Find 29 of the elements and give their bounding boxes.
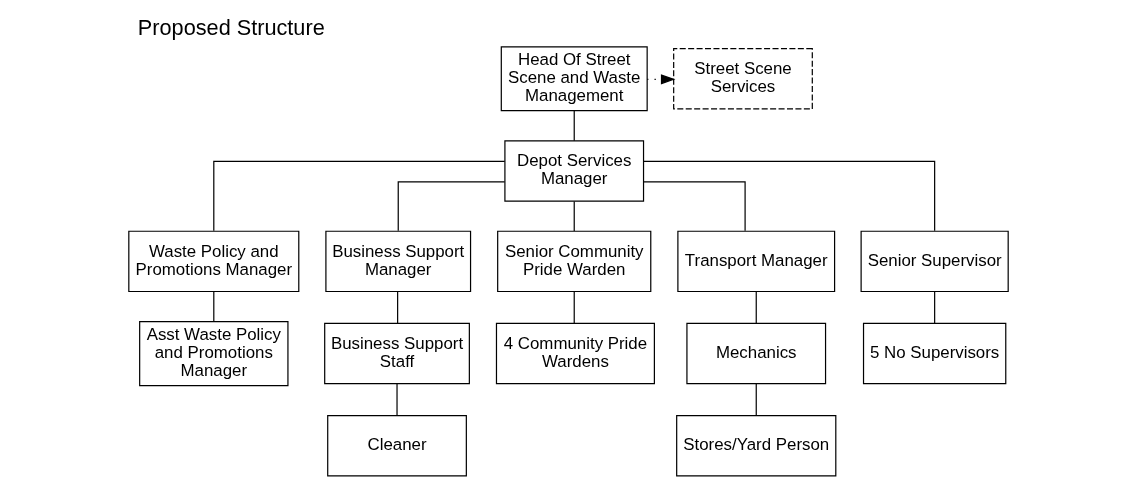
connector [643,160,936,232]
connector [396,383,398,417]
node-box: Head Of Street Scene and Waste Management [500,46,648,112]
node-box: 4 Community Pride Wardens [495,322,655,385]
node-box: Street Scene Services [673,48,813,110]
node-box: Business Support Staff [324,322,470,385]
connector [573,200,575,232]
node-box: Mechanics [686,322,827,385]
node-box: Asst Waste Policy and Promotions Manager [139,321,289,387]
connector [755,290,757,324]
node-box: Transport Manager [677,230,836,293]
node-box: Stores/Yard Person [676,415,837,477]
node-box: Waste Policy and Promotions Manager [128,230,300,293]
connector [573,290,575,324]
connector [397,290,399,324]
node-box: Business Support Manager [325,230,472,293]
node-box: 5 No Supervisors [862,322,1007,385]
node-box: Senior Community Pride Warden [497,230,652,293]
node-box: Depot Services Manager [504,140,645,202]
connector [213,290,215,323]
connector [397,181,506,232]
connector [213,160,506,232]
diagram-title: Proposed Structure [137,15,325,41]
connector [755,383,757,417]
node-box: Cleaner [327,415,467,477]
connector [643,181,746,232]
connector [934,290,936,324]
connector [573,110,575,142]
node-box: Senior Supervisor [860,230,1009,293]
